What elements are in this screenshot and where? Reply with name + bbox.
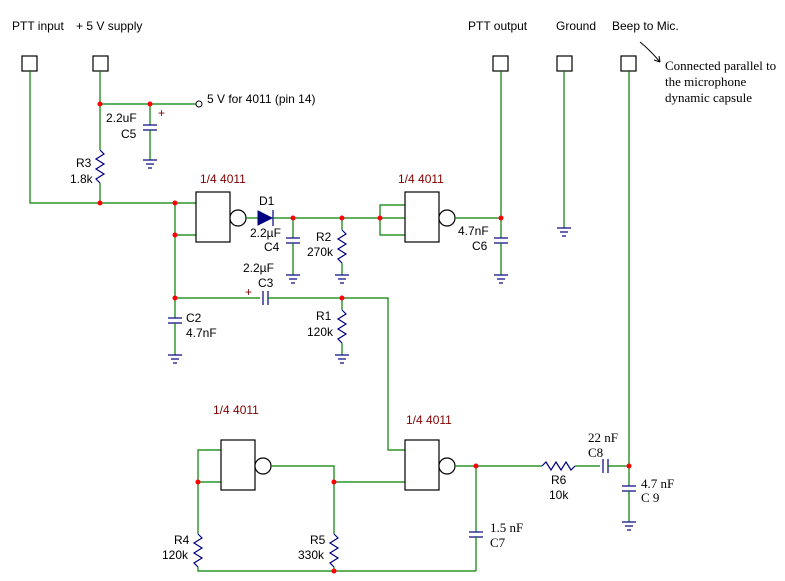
parallel-note-line2: the microphone bbox=[665, 74, 746, 89]
resistor-r6 bbox=[541, 460, 576, 472]
ground-icon bbox=[286, 274, 300, 284]
r4-name-label: R4 bbox=[174, 533, 190, 547]
r2-name-label: R2 bbox=[316, 230, 332, 244]
gate3-label: 1/4 4011 bbox=[213, 403, 259, 417]
c6-name-label: C6 bbox=[472, 239, 488, 253]
beep-to-mic-terminal[interactable] bbox=[620, 55, 637, 72]
nand-gate-1 bbox=[195, 191, 231, 243]
ground-label: Ground bbox=[556, 19, 596, 33]
c2-name-label: C2 bbox=[186, 311, 202, 325]
r3-value-label: 1.8k bbox=[70, 172, 94, 186]
c3-name-label: C3 bbox=[258, 276, 274, 290]
c9-value-label: 4.7 nF bbox=[641, 476, 674, 491]
c8-name-label: C8 bbox=[588, 445, 603, 460]
r1-value-label: 120k bbox=[307, 325, 334, 339]
parallel-note-line3: dynamic capsule bbox=[665, 90, 752, 105]
supply-label: + 5 V supply bbox=[76, 19, 142, 33]
ground-terminal[interactable] bbox=[556, 55, 573, 72]
resistor-r2 bbox=[336, 229, 348, 264]
c7-name-label: C7 bbox=[490, 535, 506, 550]
c3-plus-label: + bbox=[245, 285, 252, 299]
r1-name-label: R1 bbox=[316, 309, 332, 323]
capacitor-c3 bbox=[262, 291, 269, 305]
ground-icon bbox=[557, 227, 571, 237]
nand-gate-2 bbox=[404, 191, 440, 243]
c4-value-label: 2.2µF bbox=[250, 226, 281, 240]
nand-gate-4 bbox=[404, 439, 440, 491]
gate1-label: 1/4 4011 bbox=[200, 172, 246, 186]
c3-value-label: 2.2µF bbox=[243, 261, 274, 275]
c8-value-label: 22 nF bbox=[588, 430, 618, 445]
ground-icon bbox=[335, 354, 349, 364]
supply-5v-output-icon bbox=[195, 100, 203, 108]
capacitor-c8 bbox=[602, 459, 609, 473]
ptt-output-label: PTT output bbox=[468, 19, 528, 33]
gate4-label: 1/4 4011 bbox=[406, 413, 452, 427]
gate2-label: 1/4 4011 bbox=[398, 172, 444, 186]
ground-icon bbox=[494, 274, 508, 284]
resistor-r3 bbox=[94, 149, 106, 184]
junction-dots bbox=[97, 101, 632, 574]
resistor-r1 bbox=[336, 309, 348, 344]
resistor-r4 bbox=[192, 533, 204, 568]
r2-value-label: 270k bbox=[307, 245, 334, 259]
note-arrow bbox=[639, 41, 661, 63]
r4-value-label: 120k bbox=[162, 548, 189, 562]
ptt-input-terminal[interactable] bbox=[21, 55, 38, 72]
r5-name-label: R5 bbox=[310, 533, 326, 547]
c5-plus-label: + bbox=[158, 106, 165, 120]
c7-value-label: 1.5 nF bbox=[490, 520, 523, 535]
d1-name-label: D1 bbox=[259, 194, 275, 208]
r6-value-label: 10k bbox=[549, 488, 569, 502]
r5-value-label: 330k bbox=[298, 548, 325, 562]
supply-4011-label: 5 V for 4011 (pin 14) bbox=[207, 92, 316, 106]
c2-value-label: 4.7nF bbox=[186, 326, 217, 340]
ground-icon bbox=[335, 274, 349, 284]
c5-value-label: 2.2uF bbox=[106, 111, 137, 125]
c9-name-label: C 9 bbox=[641, 490, 659, 505]
ground-icon bbox=[168, 354, 182, 364]
resistor-r5 bbox=[328, 533, 340, 568]
c6-value-label: 4.7nF bbox=[458, 224, 489, 238]
ground-icon bbox=[622, 521, 636, 531]
nand-gate-3 bbox=[220, 439, 256, 491]
ptt-input-label: PTT input bbox=[12, 19, 64, 33]
supply-terminal[interactable] bbox=[92, 55, 109, 72]
c4-name-label: C4 bbox=[264, 240, 280, 254]
r6-name-label: R6 bbox=[551, 473, 567, 487]
parallel-note-line1: Connected parallel to bbox=[665, 58, 776, 73]
beep-to-mic-label: Beep to Mic. bbox=[612, 19, 679, 33]
diode-d1 bbox=[257, 210, 274, 226]
note-arrowhead-icon bbox=[653, 55, 661, 63]
ptt-output-terminal[interactable] bbox=[492, 55, 509, 72]
c5-name-label: C5 bbox=[121, 127, 137, 141]
ground-icon bbox=[143, 159, 157, 169]
capacitor-c5 bbox=[143, 124, 157, 131]
r3-name-label: R3 bbox=[76, 156, 92, 170]
